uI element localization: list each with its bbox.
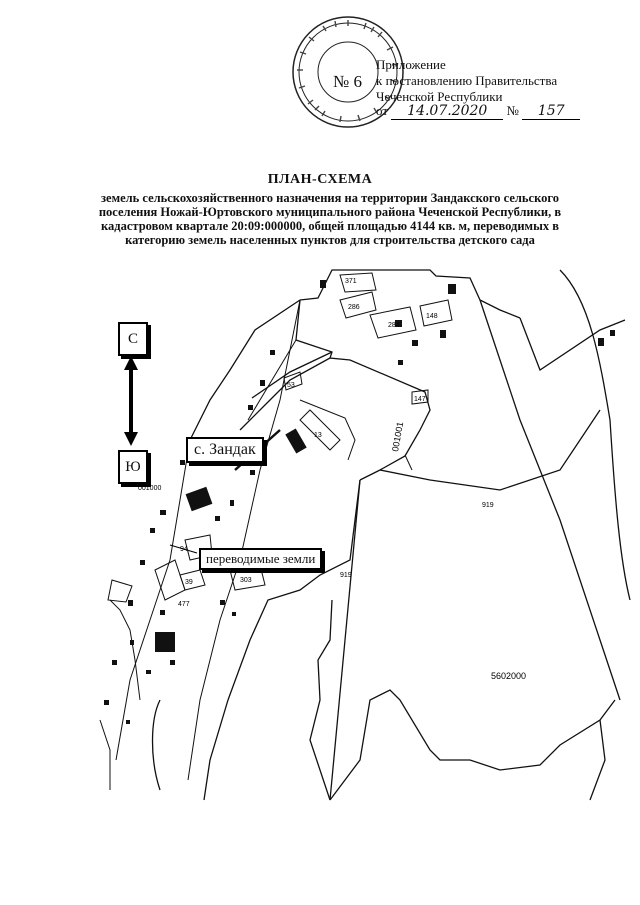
page-title: ПЛАН-СХЕМА [267, 172, 373, 187]
pointer-line [169, 544, 198, 554]
south-label: Ю [118, 450, 148, 484]
parcel-label-5602000: 5602000 [491, 671, 526, 681]
parcel-label-284: 284 [388, 322, 400, 329]
parcel-label-147: 147 [414, 396, 426, 403]
south-boundary [329, 689, 616, 801]
south-boundary-2 [589, 719, 606, 801]
parcel-39 [179, 569, 206, 591]
quarter-label-001001: 001001 [390, 421, 405, 452]
boundary-west-upper [189, 299, 301, 441]
parcel-label-13: 13 [314, 432, 322, 439]
east-line [479, 299, 621, 701]
parcel-13 [299, 399, 356, 461]
quarter-label-001000: 001000 [138, 485, 161, 492]
parcel-label-371: 371 [345, 278, 357, 285]
parcel-label-94: 94 [180, 546, 188, 553]
doc-number-value: 157 [522, 103, 581, 120]
north-label: С [118, 322, 148, 356]
boundary-north [299, 269, 521, 319]
street-2 [251, 351, 333, 399]
field-line [329, 479, 361, 801]
date-line: от 14.07.2020 № 157 [376, 103, 581, 120]
annex-number: № 6 [333, 72, 362, 91]
parcel-label-286: 286 [348, 304, 360, 311]
building-outline [299, 409, 341, 451]
annex-line-1: Приложение [376, 57, 446, 72]
parcel-371 [339, 272, 377, 293]
annex-line-3: Чеченской Республики [376, 89, 503, 104]
compass-arrow [124, 356, 138, 446]
road-2 [247, 339, 297, 421]
date-value: 14.07.2020 [391, 103, 504, 120]
parcel-label-919-west: 919 [340, 572, 352, 579]
east-curve [559, 269, 631, 601]
official-seal [292, 16, 404, 128]
left-curve [151, 699, 161, 791]
parcel-label-53: 53 [287, 382, 295, 389]
parcel-label-477: 477 [178, 601, 190, 608]
field-boundary [203, 479, 361, 801]
doc-number-prefix: № [506, 103, 519, 118]
road [187, 299, 301, 781]
east-boundary [379, 409, 601, 491]
boundary-east [295, 299, 431, 481]
map-labels: 001001 001000 371 286 284 148 53 147 13 … [138, 278, 526, 681]
parcel-148 [419, 299, 453, 327]
parcel-label-148: 148 [426, 313, 438, 320]
parcel-label-303: 303 [240, 577, 252, 584]
field-line-2 [309, 599, 333, 801]
left-line-2 [99, 719, 111, 790]
street [239, 357, 331, 431]
page-description: земель сельскохозяйственного назначения … [98, 191, 562, 247]
parcel-53 [283, 371, 303, 391]
east-line-2 [519, 317, 626, 371]
parcel-477 [154, 559, 186, 601]
village-label: с. Зандак [186, 437, 264, 463]
transferred-land-label: переводимые земли [199, 548, 323, 570]
parcel-label-919-east: 919 [482, 502, 494, 509]
buildings [104, 280, 615, 724]
small-parcel [107, 579, 133, 603]
annex-block: Приложение к постановлению Правительства… [376, 57, 557, 105]
annex-line-2: к постановлению Правительства [376, 73, 558, 88]
parcel-label-39: 39 [185, 579, 193, 586]
parcel-284 [369, 306, 417, 339]
left-line [109, 599, 141, 701]
parcel-147 [411, 389, 429, 405]
road-3 [115, 439, 191, 761]
date-prefix: от [376, 103, 389, 118]
parcel-286 [339, 291, 377, 319]
